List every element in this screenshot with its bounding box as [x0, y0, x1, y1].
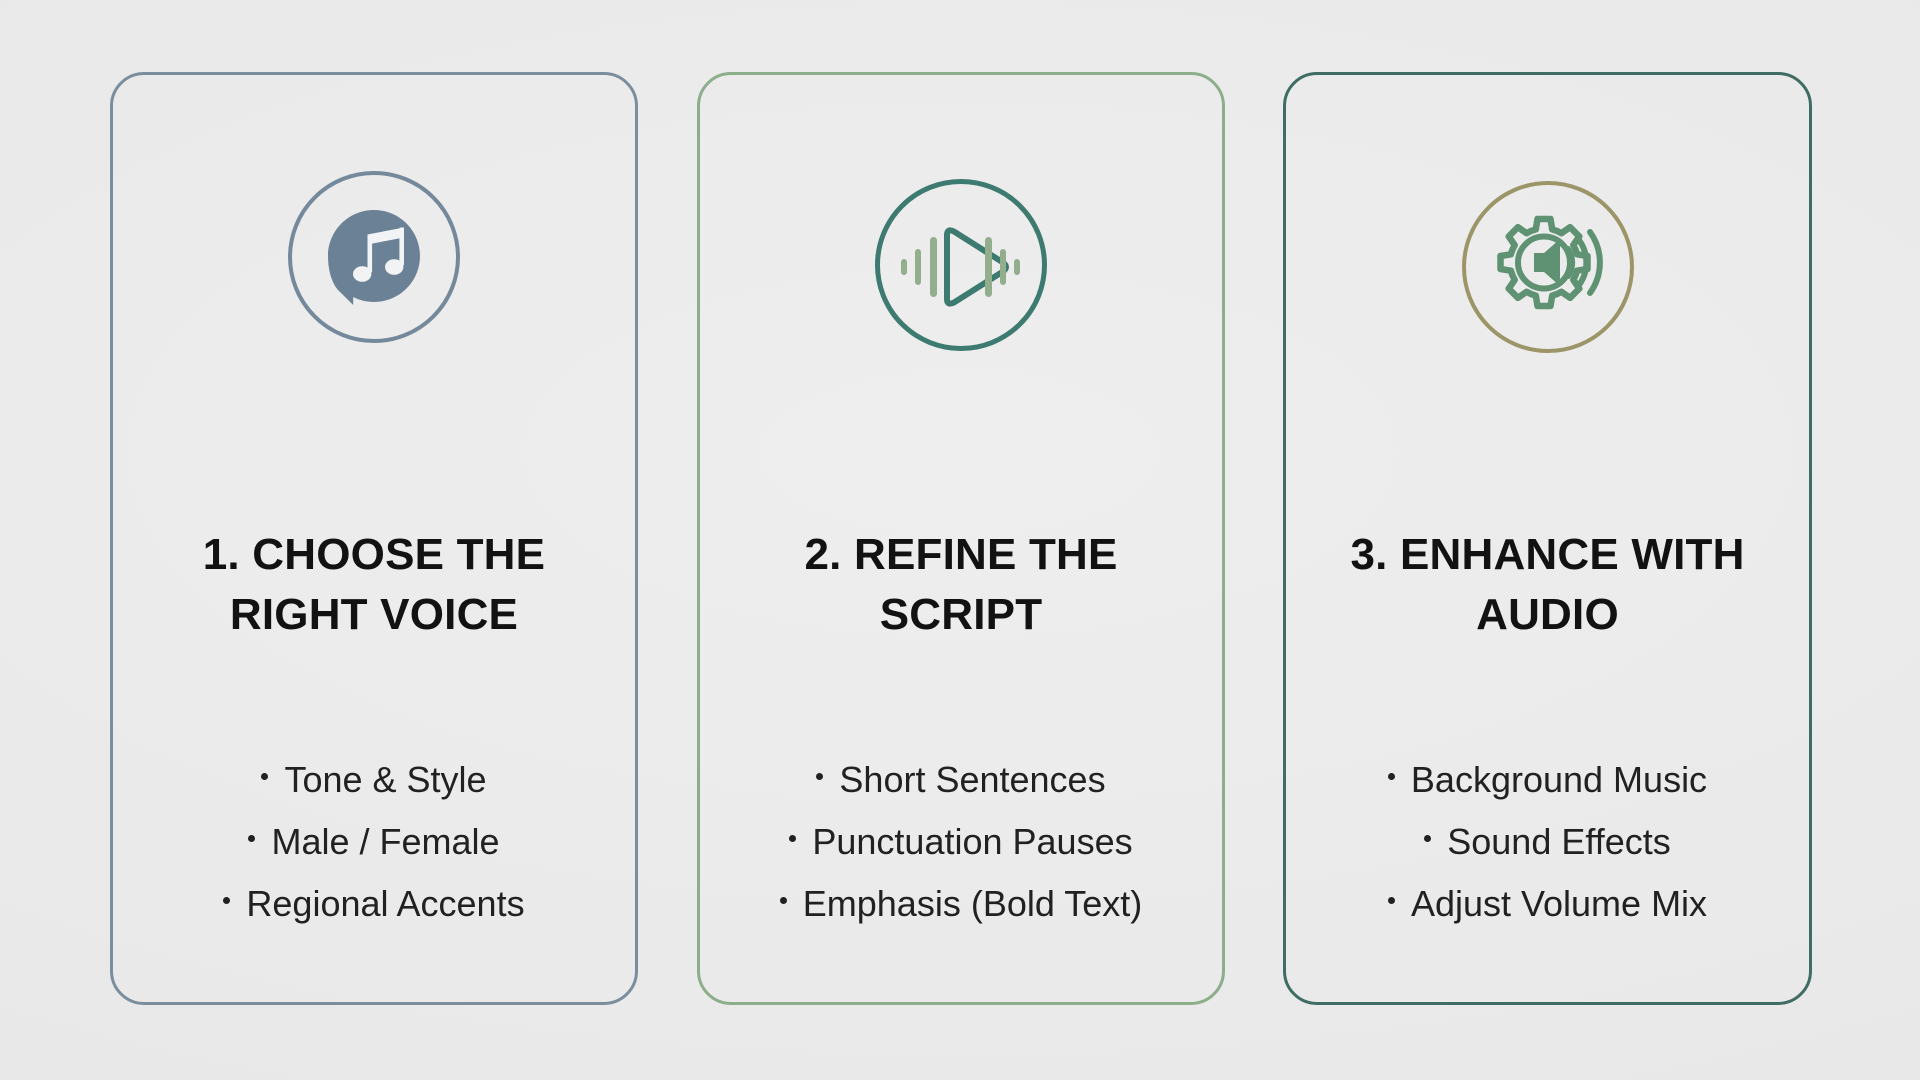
bullet-label: Short Sentences: [839, 758, 1106, 800]
list-item: Male / Female: [113, 809, 635, 871]
list-item: Regional Accents: [113, 871, 635, 933]
step-card-refine-script[interactable]: 2. REFINE THE SCRIPT Short Sentences Pun…: [697, 72, 1225, 1005]
bullet-dot-icon: [248, 834, 256, 842]
list-item: Tone & Style: [113, 747, 635, 809]
bullet-dot-icon: [816, 772, 824, 780]
bullet-label: Background Music: [1410, 758, 1708, 800]
bullet-label: Emphasis (Bold Text): [802, 882, 1143, 924]
bullet-label: Tone & Style: [284, 758, 487, 800]
speech-bubble-music-note-icon: [328, 210, 420, 305]
list-item: Short Sentences: [700, 747, 1222, 809]
list-item: Emphasis (Bold Text): [700, 871, 1222, 933]
card-bullet-list: Background Music Sound Effects Adjust Vo…: [1286, 747, 1809, 933]
card-title: 2. REFINE THE SCRIPT: [804, 530, 1118, 639]
bullet-dot-icon: [1424, 834, 1432, 842]
card-title: 3. ENHANCE WITH AUDIO: [1350, 530, 1745, 639]
step-card-enhance-audio[interactable]: 3. ENHANCE WITH AUDIO Background Music S…: [1283, 72, 1812, 1005]
card-title: 1. CHOOSE THE RIGHT VOICE: [202, 530, 546, 639]
bullet-dot-icon: [261, 772, 269, 780]
bullet-label: Male / Female: [271, 820, 500, 862]
step-card-choose-voice[interactable]: 1. CHOOSE THE RIGHT VOICE Tone & Style M…: [110, 72, 638, 1005]
bullet-label: Regional Accents: [246, 882, 525, 924]
play-waveform-icon: [901, 227, 1020, 307]
card-bullet-list: Tone & Style Male / Female Regional Acce…: [113, 747, 635, 933]
icon-ring-3: [1461, 181, 1634, 353]
bullet-dot-icon: [1387, 896, 1395, 904]
gear-speaker-icon: [1496, 215, 1603, 310]
bullet-label: Adjust Volume Mix: [1410, 882, 1708, 924]
bullet-label: Sound Effects: [1447, 820, 1671, 862]
bullet-label: Punctuation Pauses: [812, 820, 1133, 862]
bullet-dot-icon: [1387, 772, 1395, 780]
card-bullet-list: Short Sentences Punctuation Pauses Empha…: [700, 747, 1222, 933]
list-item: Sound Effects: [1286, 809, 1809, 871]
list-item: Background Music: [1286, 747, 1809, 809]
bullet-dot-icon: [779, 896, 787, 904]
bullet-dot-icon: [789, 834, 797, 842]
icon-ring-2: [875, 179, 1047, 351]
icon-ring-1: [288, 171, 460, 343]
list-item: Punctuation Pauses: [700, 809, 1222, 871]
list-item: Adjust Volume Mix: [1286, 871, 1809, 933]
bullet-dot-icon: [223, 896, 231, 904]
